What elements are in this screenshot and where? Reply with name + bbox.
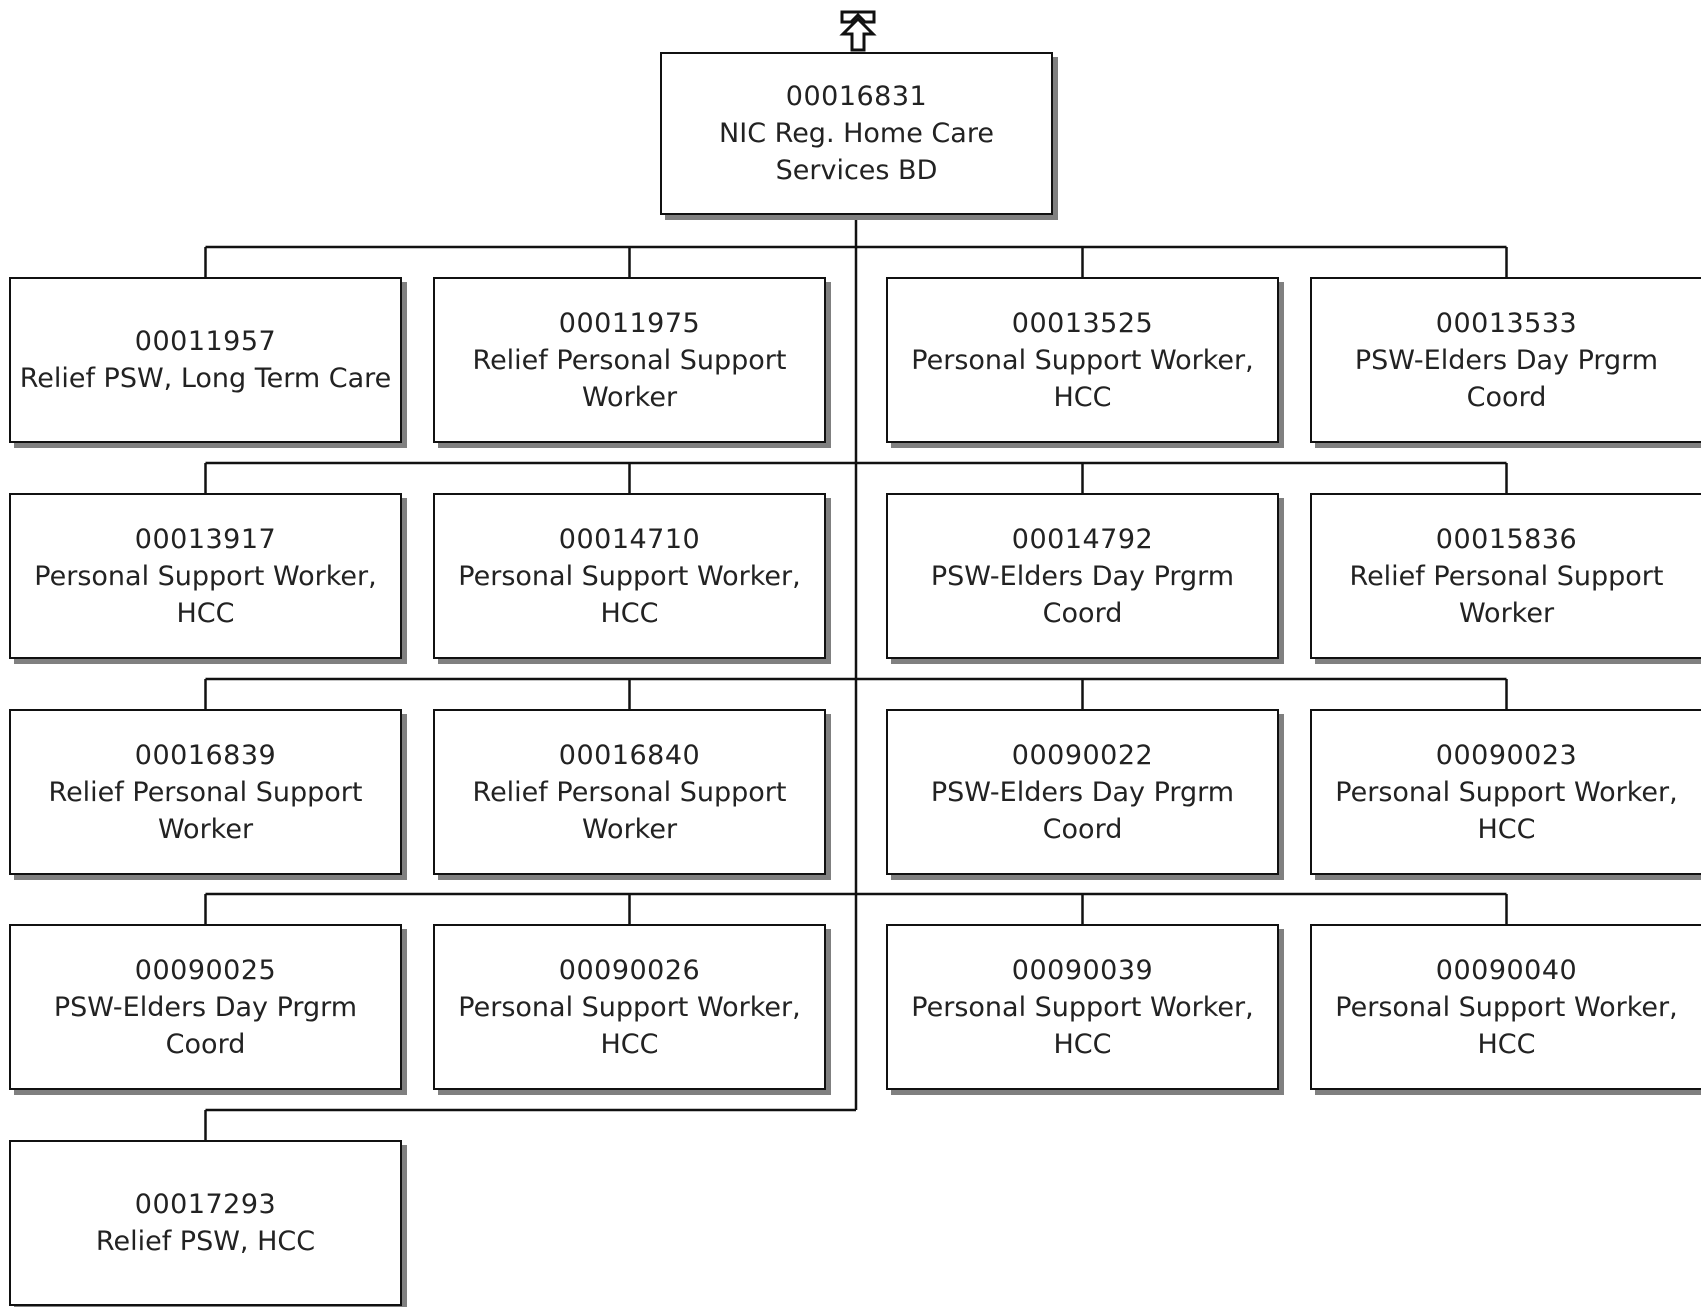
position-title: PSW-Elders Day Prgrm Coord [53,991,358,1060]
position-id: 00013917 [134,523,277,555]
position-title: Relief Personal Support Worker [472,344,787,413]
position-title: PSW-Elders Day Prgrm Coord [1354,344,1659,413]
position-title: Personal Support Worker, HCC [34,560,377,629]
position-title: PSW-Elders Day Prgrm Coord [930,560,1235,629]
root-position-box[interactable]: 00016831 NIC Reg. Home Care Services BD [660,52,1053,215]
position-title: NIC Reg. Home Care Services BD [719,118,994,186]
position-id: 00015836 [1435,523,1578,555]
position-id: 00090025 [134,954,277,986]
position-id: 00016840 [558,739,701,771]
position-id: 00011975 [558,307,701,339]
position-id: 00013533 [1435,307,1578,339]
position-id: 00090022 [1011,739,1154,771]
position-id: 00090040 [1435,954,1578,986]
position-title: Personal Support Worker, HCC [911,344,1254,413]
position-id: 00090023 [1435,739,1578,771]
position-title: Relief PSW, HCC [95,1226,316,1257]
position-title: Relief PSW, Long Term Care [19,363,392,394]
up-arrow-icon[interactable] [833,10,883,54]
position-id: 00011957 [134,326,277,357]
position-title: Personal Support Worker, HCC [911,991,1254,1060]
position-id: 00090039 [1011,954,1154,986]
position-id: 00090026 [558,954,701,986]
position-title: Relief Personal Support Worker [472,776,787,845]
position-title: PSW-Elders Day Prgrm Coord [930,776,1235,845]
position-title: Personal Support Worker, HCC [1335,776,1678,845]
position-id: 00016839 [134,739,277,771]
position-title: Relief Personal Support Worker [1349,560,1664,629]
position-id: 00014792 [1011,523,1154,555]
position-title: Personal Support Worker, HCC [1335,991,1678,1060]
position-title: Relief Personal Support Worker [48,776,363,845]
position-id: 00014710 [558,523,701,555]
position-id: 00013525 [1011,307,1154,339]
position-id: 00016831 [785,81,928,112]
position-title: Personal Support Worker, HCC [458,991,801,1060]
position-id: 00017293 [134,1189,277,1220]
position-title: Personal Support Worker, HCC [458,560,801,629]
